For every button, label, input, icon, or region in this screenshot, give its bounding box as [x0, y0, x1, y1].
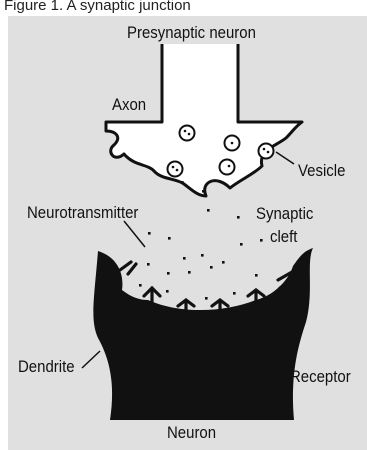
label-neurotransmitter: Neurotransmitter	[27, 204, 138, 222]
dendrite-leader	[82, 351, 100, 368]
neurotransmitter-leader	[124, 221, 145, 247]
vesicle-leader	[276, 152, 294, 164]
label-receptor: Receptor	[290, 368, 351, 386]
label-synaptic-cleft-line2: cleft	[270, 228, 297, 246]
vesicle	[225, 136, 240, 151]
receptor-site	[120, 262, 136, 274]
label-dendrite: Dendrite	[18, 358, 75, 376]
label-axon: Axon	[112, 96, 146, 114]
presynaptic-terminal	[106, 44, 302, 196]
label-synaptic-cleft-line1: Synaptic	[256, 205, 313, 223]
vesicle	[180, 126, 195, 141]
label-vesicle: Vesicle	[298, 162, 345, 180]
vesicle	[259, 144, 274, 159]
postsynaptic-neuron	[93, 248, 313, 420]
label-presynaptic-neuron: Presynaptic neuron	[127, 24, 256, 42]
label-neuron: Neuron	[167, 424, 216, 442]
neurotransmitter-dots	[139, 181, 263, 300]
vesicle	[168, 162, 183, 177]
receptor-site	[144, 288, 160, 302]
vesicle	[220, 160, 235, 175]
